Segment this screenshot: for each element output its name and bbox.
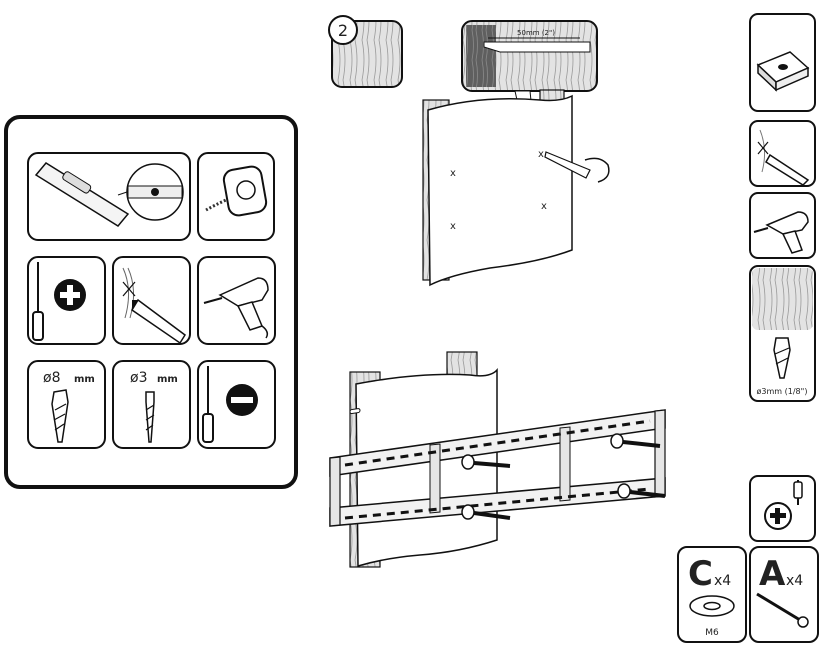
part-c-qty: x4 — [714, 573, 731, 589]
stud-finder-icon — [205, 165, 268, 217]
drill-bit-8mm-size: ø8 — [43, 370, 60, 386]
stud-depth-label: 50mm (2") — [517, 29, 555, 37]
part-c-card: C x4 M6 — [677, 546, 747, 643]
wall-mount-plate — [329, 408, 666, 527]
part-a-letter: A — [759, 554, 786, 594]
level-icon — [756, 51, 810, 92]
pilot-hole-mark: x — [538, 149, 544, 160]
pilot-hole-mark: x — [450, 168, 456, 179]
pencil-mark-icon — [122, 267, 187, 345]
lag-bolt — [461, 454, 511, 470]
part-a-card: A x4 — [749, 546, 819, 643]
right-tool-column: ø3mm (1/8") — [749, 13, 816, 542]
part-a-qty: x4 — [786, 573, 803, 589]
lag-bolt-icon — [756, 592, 809, 628]
phillips-screwdriver-icon — [764, 480, 803, 530]
part-c-letter: C — [688, 554, 713, 594]
pilot-bit-tile: ø3mm (1/8") — [749, 265, 816, 402]
level-tile — [749, 13, 816, 112]
power-drill-icon — [203, 277, 269, 339]
pilot-bit-label: ø3mm (1/8") — [757, 387, 808, 396]
pencil-mark-tile — [749, 120, 816, 187]
flat-screwdriver-tile — [197, 360, 276, 449]
step-number-badge — [328, 15, 358, 45]
phillips-screwdriver-icon — [32, 262, 86, 341]
stud-finder-tile — [197, 152, 275, 241]
mount-plate-scene — [329, 351, 666, 568]
part-c-size: M6 — [705, 628, 719, 638]
flat-screwdriver-icon — [202, 366, 258, 443]
drywall-section — [427, 94, 573, 287]
step-number: 2 — [338, 21, 348, 40]
drill-bit-icon — [773, 337, 791, 379]
drill-bit-3mm-size: ø3 — [130, 370, 147, 386]
power-drill-tile — [197, 256, 276, 345]
tools-panel: ø8 mm ø3 mm — [4, 115, 298, 489]
drill-bit-3mm-unit: mm — [157, 374, 178, 385]
drill-bit-icon — [51, 389, 69, 443]
phillips-screwdriver-tile — [27, 256, 106, 345]
step-2-scene: 2 50mm (2") x x x x — [328, 15, 610, 287]
wood-grain-icon — [752, 268, 813, 330]
drill-bit-icon — [145, 391, 155, 443]
power-drill-icon — [753, 211, 809, 254]
drill-bit-8mm-tile: ø8 mm — [27, 360, 106, 449]
washer-icon — [689, 595, 735, 617]
level-icon — [34, 162, 184, 227]
pencil-mark-icon — [757, 129, 810, 186]
pencil-mark-tile — [112, 256, 191, 345]
pilot-hole-mark: x — [450, 221, 456, 232]
power-drill-tile — [749, 192, 816, 259]
pencil-icon — [544, 151, 610, 183]
pilot-hole-mark: x — [541, 201, 547, 212]
level-tile — [27, 152, 191, 241]
lag-bolt — [617, 483, 666, 499]
drill-bit-8mm-unit: mm — [74, 374, 95, 385]
lag-bolt — [461, 504, 511, 520]
lag-bolt — [610, 433, 661, 449]
phillips-screwdriver-tile — [749, 475, 816, 542]
drill-bit-3mm-tile: ø3 mm — [112, 360, 191, 449]
stud-depth-callout: 50mm (2") — [461, 20, 598, 151]
